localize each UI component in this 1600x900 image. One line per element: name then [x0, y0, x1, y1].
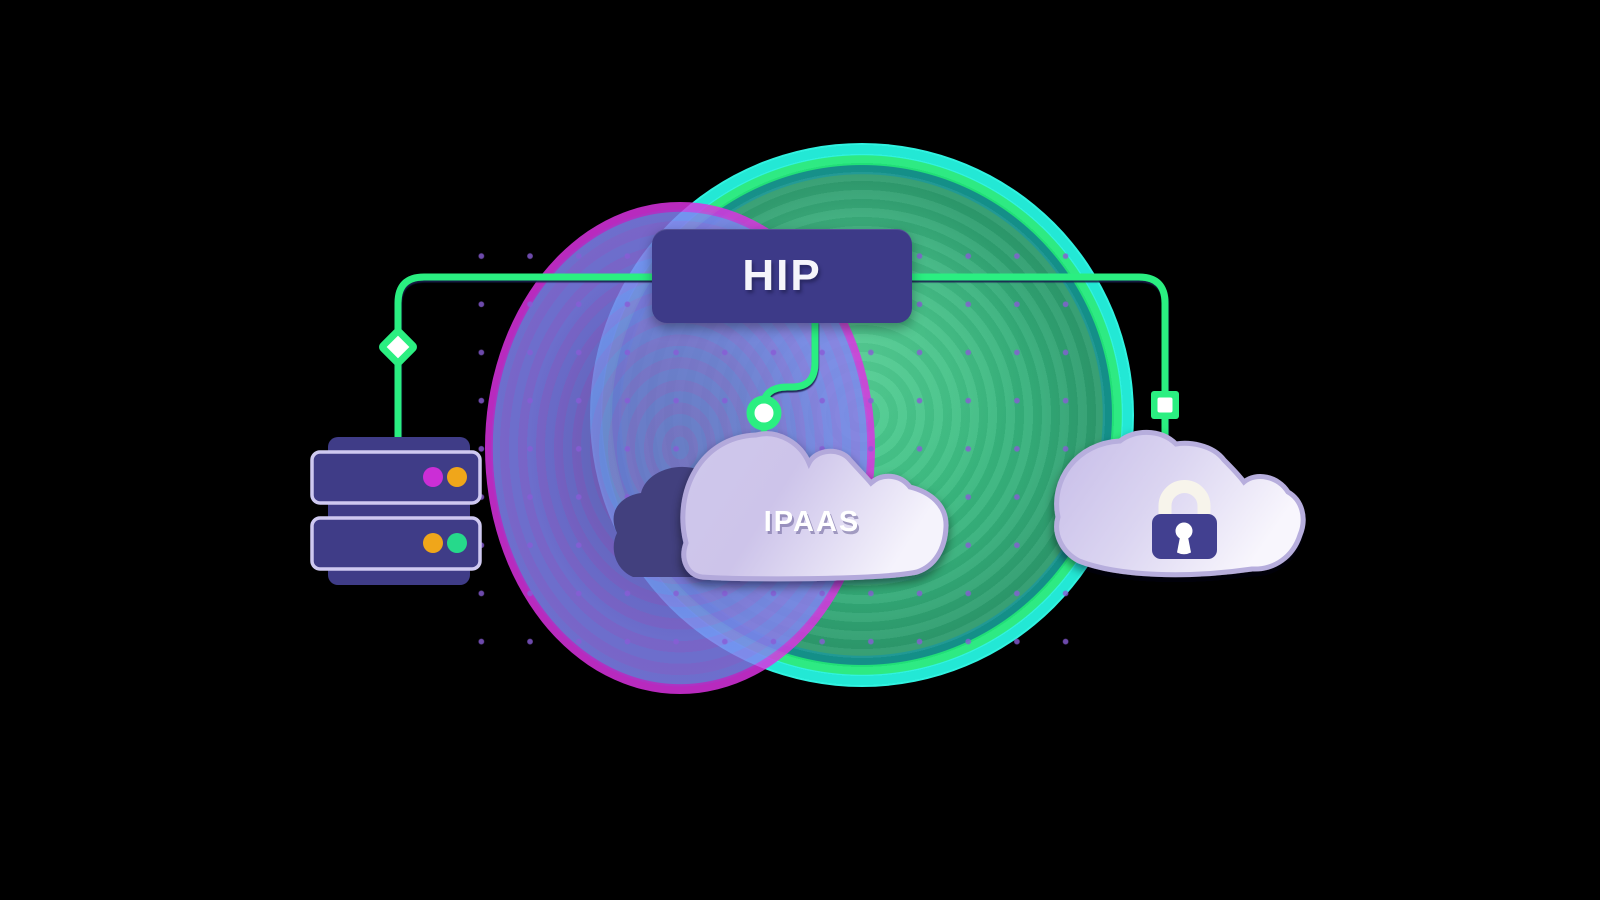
ipaas-label-shadow: IPAAS — [766, 509, 862, 541]
ipaas-cloud-shape — [680, 431, 949, 582]
ipaas-cloud-icon: IPAAS IPAAS — [680, 431, 949, 582]
secure-cloud-icon — [1054, 429, 1306, 578]
secure-cloud-shape — [1054, 429, 1306, 578]
connector-nodes — [379, 328, 1179, 431]
connector-left — [394, 273, 656, 444]
square-node-icon — [1151, 391, 1179, 419]
lock-shackle — [1158, 480, 1211, 516]
lock-icon — [1152, 480, 1217, 559]
connector-center — [760, 319, 819, 408]
server-unit-bottom — [310, 516, 482, 571]
keyhole-circle — [1175, 522, 1193, 540]
server-icon — [310, 437, 482, 585]
connector-right — [908, 273, 1169, 450]
ipaas-label: IPAAS — [764, 506, 860, 538]
keyhole-stem — [1177, 537, 1191, 555]
led-green-icon — [447, 533, 467, 553]
led-orange-bottom-icon — [423, 533, 443, 553]
led-orange-top-icon — [447, 467, 467, 487]
circle-node-icon — [746, 395, 782, 431]
led-magenta-icon — [423, 467, 443, 487]
hip-node: HIP — [652, 229, 912, 323]
square-node-inner — [1157, 397, 1173, 413]
diamond-node-icon — [379, 328, 417, 366]
server-unit-top — [310, 450, 482, 505]
hip-label: HIP — [742, 251, 822, 300]
